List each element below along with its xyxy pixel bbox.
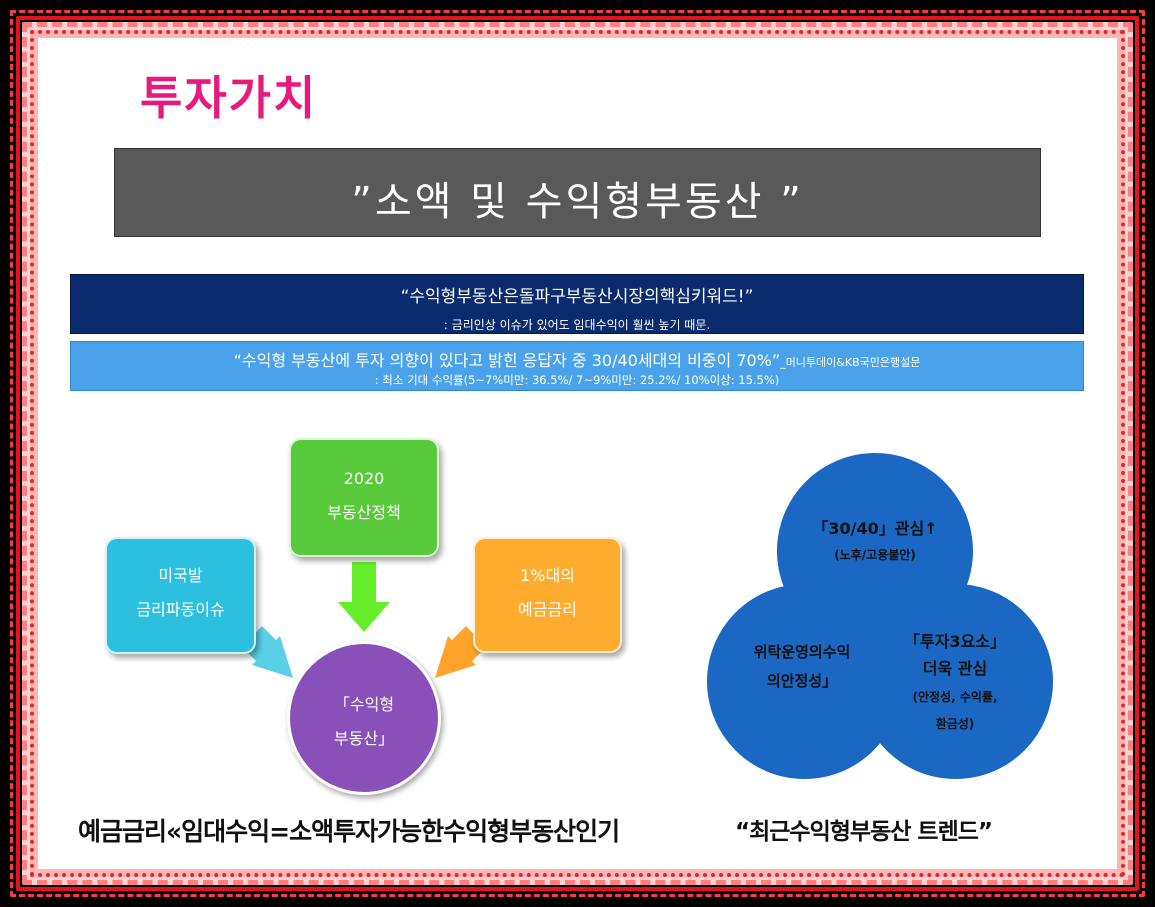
bubble-right-line-1: 「투자3요소」 <box>903 632 1006 651</box>
bubble-right <box>858 584 1053 779</box>
income-property-circle: 「수익형 부동산」 <box>287 641 441 795</box>
bubble-top-line-1: 「30/40」관심↑ <box>812 519 938 538</box>
survey-quote: “수익형 부동산에 투자 의향이 있다고 밝힌 응답자 중 30/40세대의 비… <box>233 351 781 370</box>
bubble-right-line-4: 환금성) <box>935 717 975 731</box>
frame-border-outer <box>10 10 1145 897</box>
survey-source: _머니투데이&KB국민은행설문 <box>780 356 921 369</box>
headline-banner: ”소액 및 수익형부동산 ” <box>114 148 1041 237</box>
bubble-right-line-3: (안정성, 수익률, <box>912 690 998 704</box>
us-rate-card: 미국발 금리파동이슈 <box>105 537 256 654</box>
deposit-rate-card-line-2: 예금금리 <box>518 600 577 619</box>
bubble-right-line-2: 더욱 관심 <box>922 659 988 678</box>
us-rate-card-line-2: 금리파동이슈 <box>136 600 225 619</box>
deposit-rate-card-line-1: 1%대의 <box>520 566 575 585</box>
survey-quote-line: “수익형 부동산에 투자 의향이 있다고 밝힌 응답자 중 30/40세대의 비… <box>71 347 1083 371</box>
us-rate-card-line-1: 미국발 <box>158 566 203 585</box>
deposit-rate-card: 1%대의 예금금리 <box>473 537 622 653</box>
policy-card: 2020 부동산정책 <box>289 438 439 557</box>
income-property-line-1: 「수익형 <box>333 695 395 714</box>
bubble-left-line-1: 위탁운영의수익 <box>753 643 851 661</box>
survey-box: “수익형 부동산에 투자 의향이 있다고 밝힌 응답자 중 30/40세대의 비… <box>70 341 1084 391</box>
right-caption: “최근수익형부동산 트렌드” <box>735 819 993 845</box>
policy-card-line-2: 부동산정책 <box>327 503 401 522</box>
arrow-green-down <box>338 562 390 632</box>
keyword-box: “수익형부동산은돌파구부동산시장의핵심키워드!” : 금리인상 이슈가 있어도 … <box>70 274 1084 334</box>
bubble-left-line-2: 의안정성」 <box>766 672 838 690</box>
page-title: 투자가치 <box>140 71 318 125</box>
headline-text: ”소액 및 수익형부동산 ” <box>351 179 804 225</box>
survey-subtext: : 최소 기대 수익률(5~7%미만: 36.5%/ 7~9%미만: 25.2%… <box>374 373 780 387</box>
policy-card-line-1: 2020 <box>343 469 385 488</box>
income-property-line-2: 부동산」 <box>333 729 395 748</box>
left-caption: 예금금리«임대수익=소액투자가능한수익형부동산인기 <box>78 817 620 846</box>
keyword-quote: “수익형부동산은돌파구부동산시장의핵심키워드!” <box>400 287 754 307</box>
frame-border-red <box>16 16 1139 891</box>
bubble-top-line-2: (노후/고용불안) <box>834 548 916 562</box>
keyword-subtext: : 금리인상 이슈가 있어도 임대수익이 훨씬 높기 때문. <box>443 318 711 332</box>
